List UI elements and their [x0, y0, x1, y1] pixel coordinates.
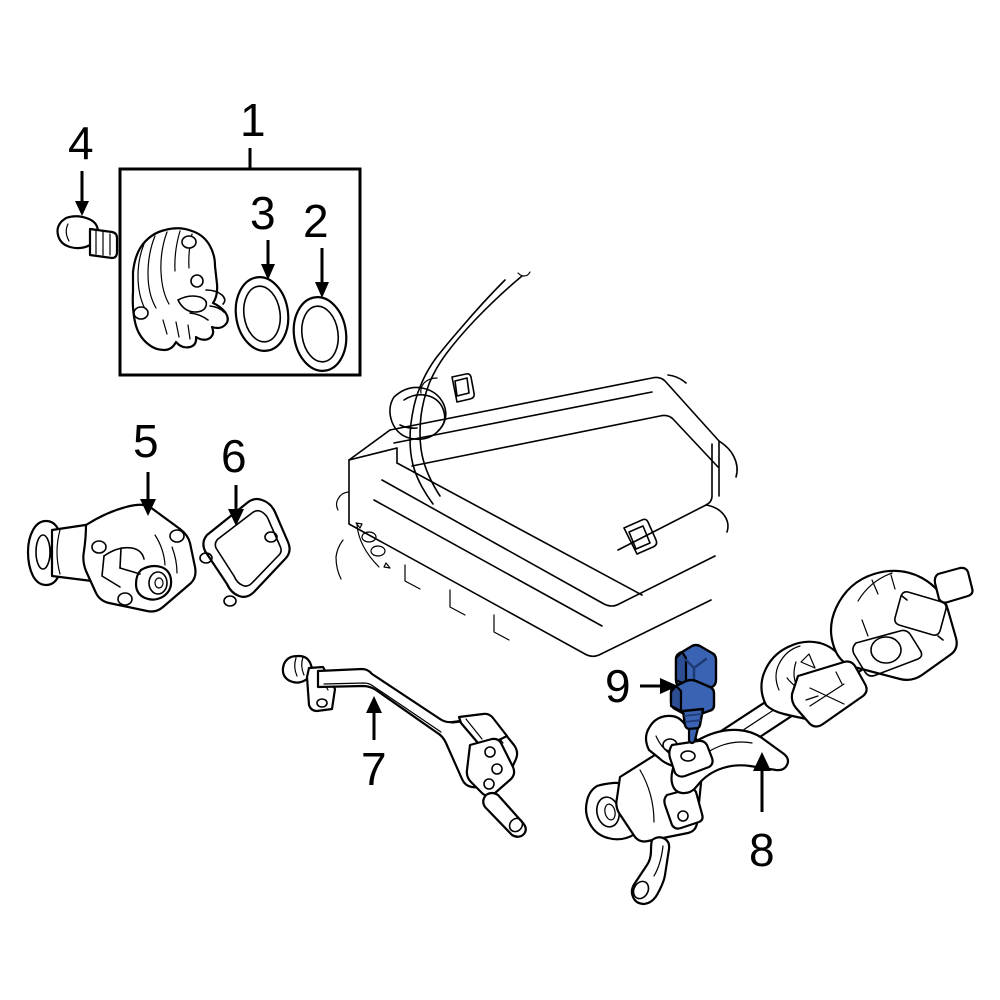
leader-arrow-2	[315, 248, 329, 298]
callout-number-2: 2	[303, 195, 329, 247]
callout-number-6: 6	[221, 430, 247, 482]
leader-arrow-3	[261, 240, 275, 280]
callout-number-8: 8	[749, 824, 775, 876]
leader-arrow-6	[228, 485, 244, 526]
part-coolant-crossover-manifold	[584, 566, 974, 906]
assembly-group-box	[118, 148, 362, 377]
leader-arrow-5	[140, 472, 156, 516]
callout-number-7: 7	[361, 743, 387, 795]
callout-number-1: 1	[240, 94, 266, 146]
part-water-pipe	[281, 654, 527, 838]
part-thermostat-housing	[26, 503, 197, 613]
part-coolant-temperature-sensor	[669, 643, 718, 745]
part-water-pump	[131, 227, 229, 352]
part-engine-block-context	[335, 271, 738, 658]
callout-number-9: 9	[605, 660, 631, 712]
leader-arrow-7	[366, 696, 382, 740]
leader-arrow-9	[640, 678, 678, 694]
leader-arrow-8	[753, 752, 771, 812]
callout-number-3: 3	[250, 187, 276, 239]
part-bolt	[56, 215, 119, 260]
part-housing-gasket	[199, 497, 291, 607]
leader-arrow-4	[75, 171, 89, 216]
part-o-ring-outer	[292, 296, 348, 372]
part-o-ring-inner	[234, 276, 290, 352]
callout-number-4: 4	[68, 117, 94, 169]
callout-number-5: 5	[133, 415, 159, 467]
